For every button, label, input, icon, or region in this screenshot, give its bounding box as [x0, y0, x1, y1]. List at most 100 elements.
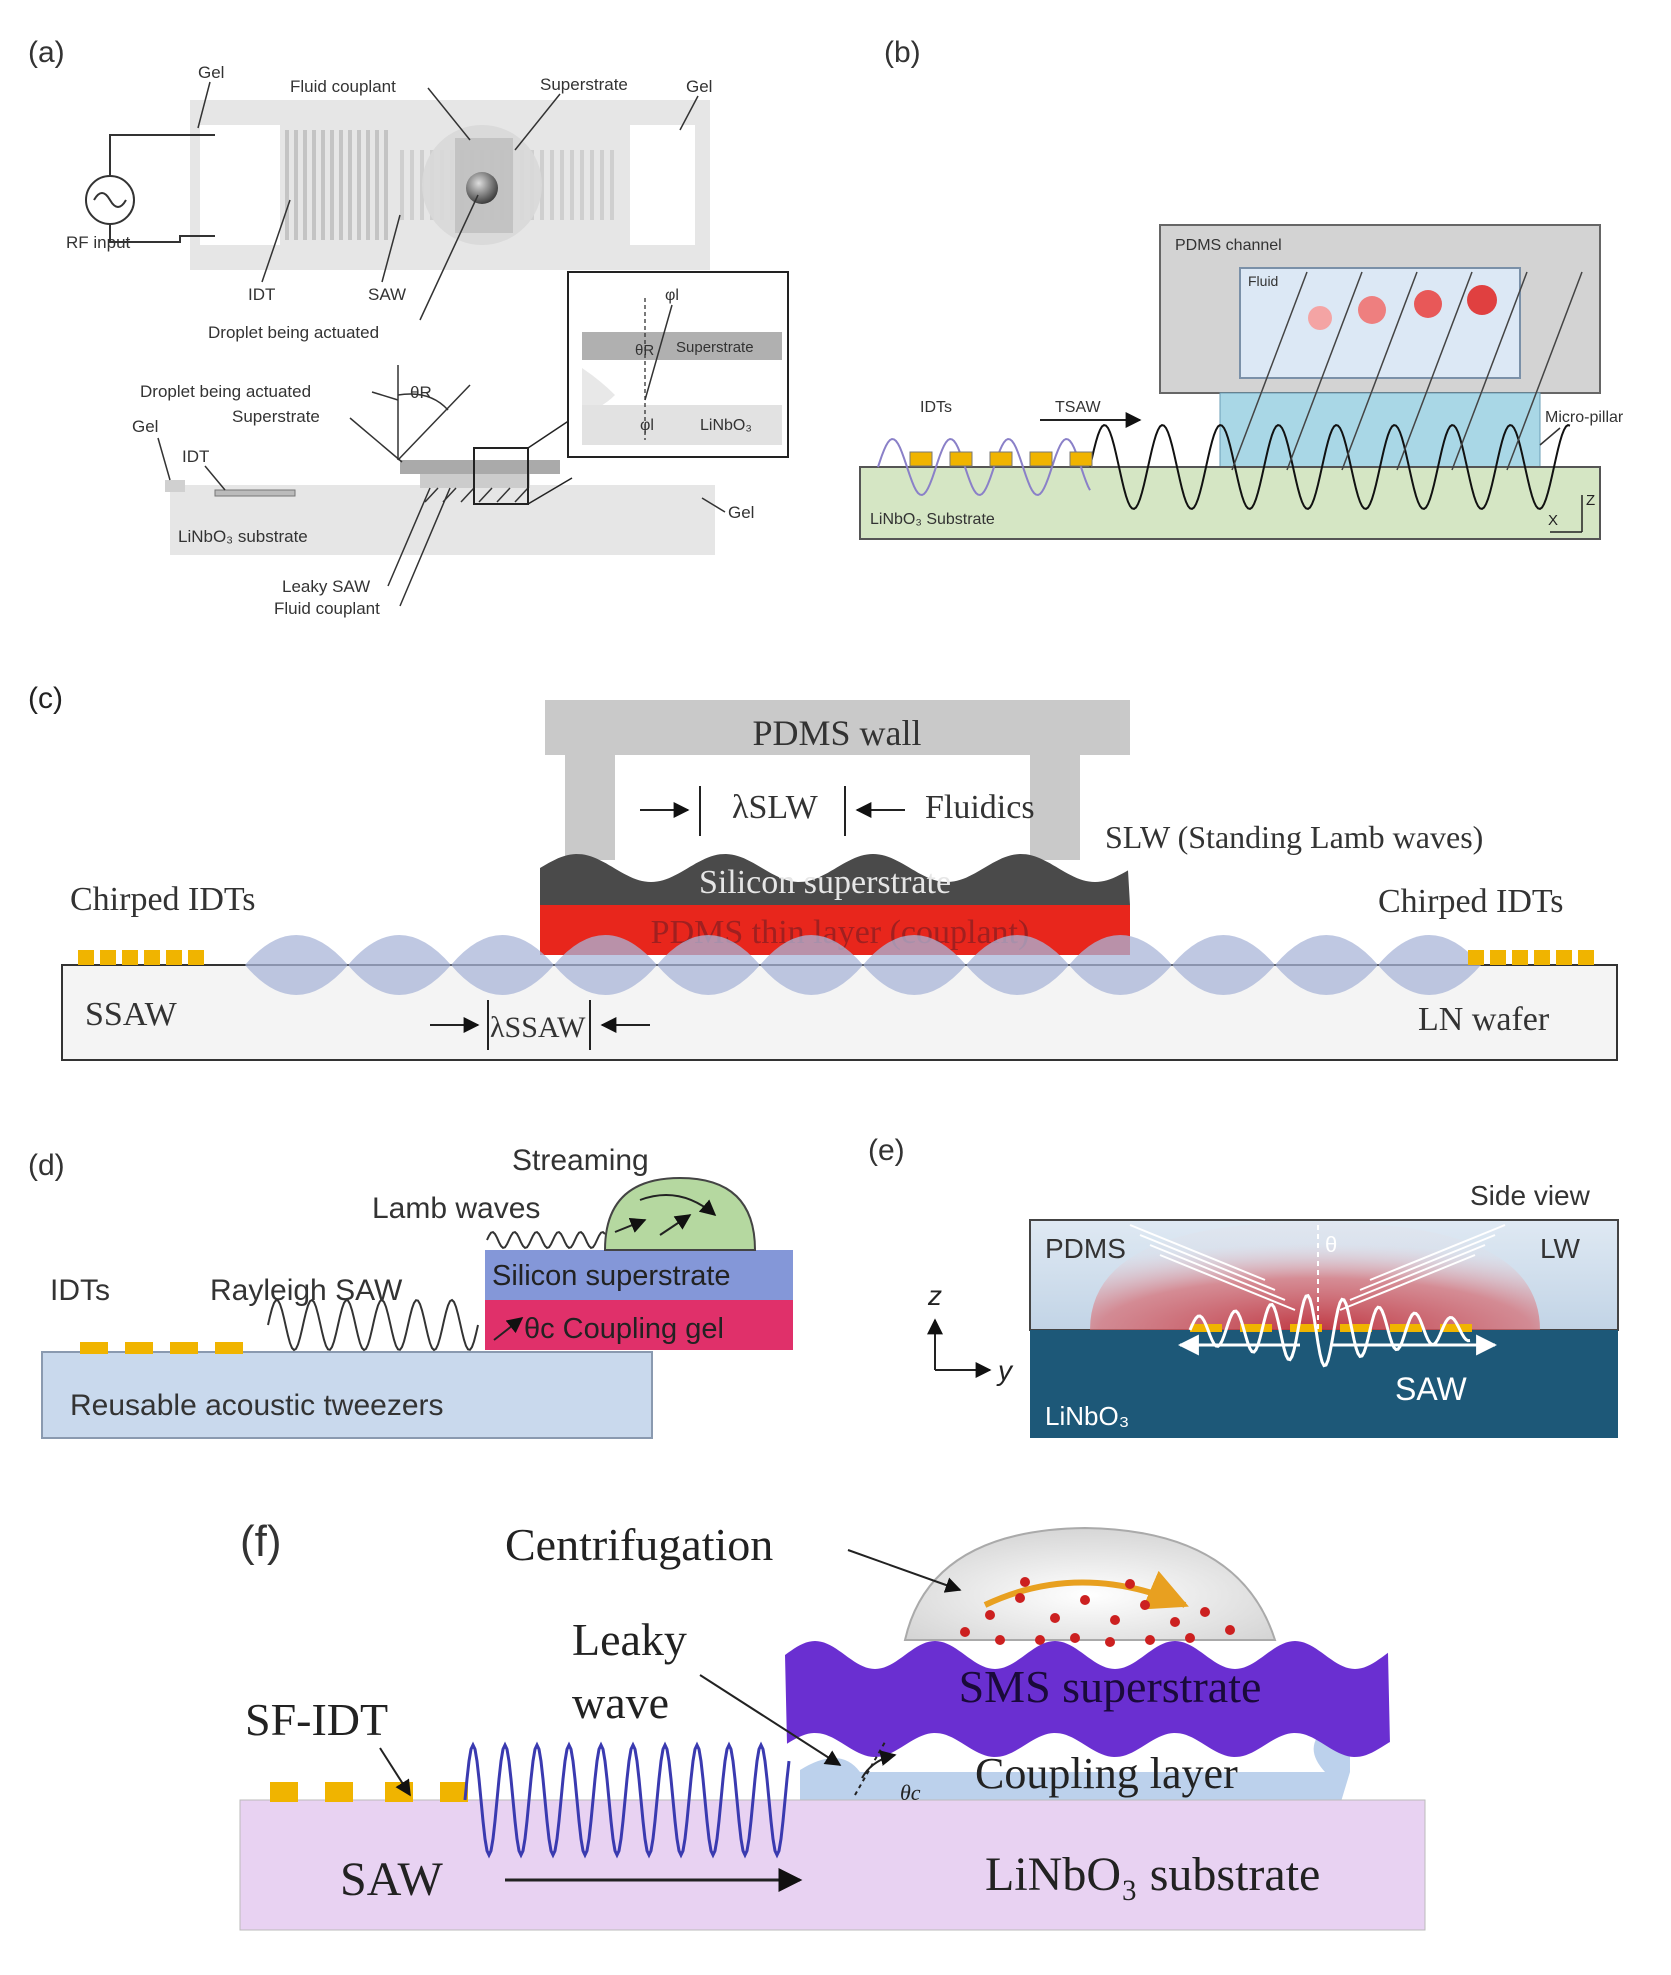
idt-finger	[303, 130, 307, 240]
idt-electrode	[949, 451, 973, 467]
lw-ray	[1369, 1224, 1506, 1281]
leaky-rays-b	[1231, 271, 1583, 471]
particle-1	[1308, 306, 1332, 330]
idt-finger	[348, 130, 352, 240]
sf-idt-finger	[325, 1782, 353, 1802]
panel-e: (e) θ Side view PDMS LW SAW LiNbO₃ z y	[868, 1134, 1619, 1438]
label-pdms-wall: PDMS wall	[752, 713, 921, 753]
chirped-finger	[1468, 950, 1484, 965]
lw-radiation-e	[1090, 1222, 1540, 1330]
centrifugation-arrow	[983, 1570, 1189, 1610]
particle	[995, 1635, 1005, 1645]
label-idts-b: IDTs	[920, 399, 952, 416]
label-gel-left: Gel	[198, 63, 224, 82]
panel-d: (d) Streaming Lamb waves IDTs Rayleigh S…	[28, 1144, 793, 1439]
hatch-line	[478, 487, 493, 503]
label-droplet-top: Droplet being actuated	[208, 323, 379, 342]
label-saw-f: SAW	[340, 1853, 444, 1906]
particle	[1020, 1577, 1030, 1587]
idts-b	[909, 451, 1093, 467]
idt-finger	[321, 130, 325, 240]
particle	[960, 1627, 970, 1637]
saw-wave-e	[1188, 1293, 1471, 1368]
particle	[1035, 1635, 1045, 1645]
ssaw-lobe	[245, 935, 348, 995]
idt-electrode	[1290, 1324, 1322, 1332]
panel-b: (b) PDMS channel Fluid IDTs TSAW Micro-p…	[859, 36, 1624, 540]
label-idts-d: IDTs	[50, 1274, 110, 1307]
coupling-gel-d	[485, 1300, 793, 1350]
sf-idt-finger	[440, 1782, 468, 1802]
label-centrifugation: Centrifugation	[505, 1519, 773, 1570]
label-gel-side-left: Gel	[132, 417, 158, 436]
reusable-tweezers-base	[41, 1351, 653, 1439]
axis-y-e: y	[996, 1355, 1014, 1386]
inset-theta: θR	[635, 342, 654, 359]
label-substrate-b: LiNbO₃ Substrate	[870, 511, 995, 528]
label-silicon-superstrate-d: Silicon superstrate	[492, 1260, 731, 1292]
saw-stripe	[590, 150, 594, 220]
axis-z-e: z	[927, 1280, 942, 1311]
label-silicon-superstrate-c: Silicon superstrate	[699, 864, 951, 901]
inset-phi-top: φl	[665, 287, 679, 304]
panel-a: (a) Gel Fluid couplant Superstrate Gel R…	[28, 36, 789, 618]
label-fluid-couplant: Fluid couplant	[290, 77, 396, 96]
chirped-finger	[144, 950, 160, 965]
ssaw-lobe	[1378, 935, 1481, 995]
leaky-ray	[1286, 271, 1363, 471]
label-droplet-side: Droplet being actuated	[140, 382, 311, 401]
substrate-b	[859, 466, 1601, 540]
label-streaming: Streaming	[512, 1144, 649, 1177]
fluid-chamber	[1239, 267, 1521, 379]
label-gel-right: Gel	[686, 77, 712, 96]
ssaw-lobe	[348, 935, 451, 995]
rf-wire-top	[109, 134, 215, 176]
idt-finger	[312, 130, 316, 240]
particle	[985, 1610, 995, 1620]
zoom-box	[473, 447, 529, 505]
axis-z-b: Z	[1586, 492, 1595, 509]
label-fluid: Fluid	[1248, 273, 1278, 289]
idts-d	[80, 1342, 243, 1354]
chirped-finger	[1556, 950, 1572, 965]
label-lamb-waves: Lamb waves	[372, 1192, 540, 1225]
idt-electrode	[1069, 451, 1093, 467]
inset-phi-bottom: φl	[640, 417, 654, 434]
saw-stripe	[400, 150, 404, 220]
saw-wave-f	[463, 1741, 791, 1859]
particles-f	[960, 1577, 1235, 1647]
chirped-finger	[1512, 950, 1528, 965]
idt-finger	[294, 130, 298, 240]
inset-linbo3	[582, 405, 782, 445]
label-slw: SLW (Standing Lamb waves)	[1105, 819, 1483, 855]
chirped-finger	[78, 950, 94, 965]
linbo3-e	[1030, 1330, 1618, 1438]
idt-electrode	[1240, 1324, 1272, 1332]
particle-3	[1414, 290, 1442, 318]
ssaw-lobe	[1172, 935, 1275, 995]
idt-finger	[285, 130, 289, 240]
label-wave: wave	[572, 1677, 669, 1728]
leaky-ray	[1341, 271, 1418, 471]
label-pdms-e: PDMS	[1045, 1233, 1126, 1264]
superstrate-side	[400, 460, 560, 474]
panel-c-letter: (c)	[28, 682, 63, 715]
particle	[1200, 1607, 1210, 1617]
hatch-line	[424, 487, 439, 503]
label-theta-c-f: θc	[900, 1780, 921, 1805]
inset-superstrate-label: Superstrate	[676, 339, 754, 356]
label-micro-pillar: Micro-pillar	[1545, 409, 1624, 426]
sf-idt-fingers	[270, 1782, 468, 1802]
ssaw-lobe	[760, 935, 863, 995]
idt-electrode	[80, 1342, 108, 1354]
label-tsaw: TSAW	[1055, 399, 1102, 416]
particle	[1185, 1633, 1195, 1643]
lw-ray	[1359, 1234, 1496, 1291]
axis-x-b: X	[1548, 512, 1558, 529]
panel-a-letter: (a)	[28, 36, 65, 69]
panel-b-letter: (b)	[884, 36, 921, 69]
ssaw-waves	[245, 935, 1481, 995]
label-lw: LW	[1540, 1233, 1580, 1264]
particle-4	[1467, 285, 1497, 315]
ssaw-lobe	[657, 935, 760, 995]
